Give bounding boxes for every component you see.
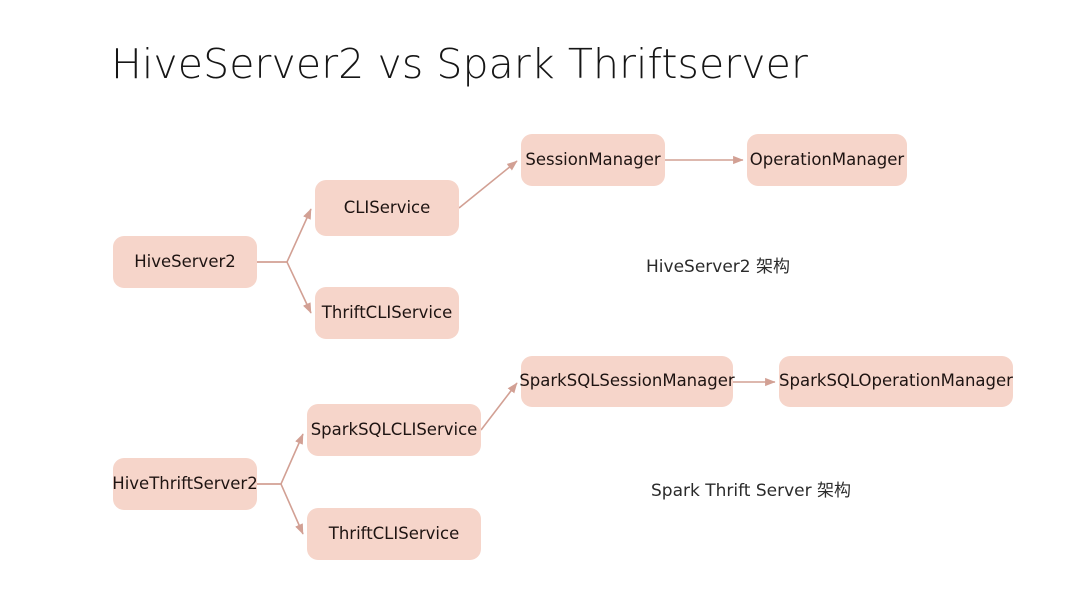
edge-hivethriftserver2-to-sparksqlcliservice <box>257 433 304 485</box>
edge-hiveserver2-to-thriftcliservice <box>257 261 312 314</box>
node-operationmanager[interactable]: OperationManager <box>747 134 907 186</box>
node-sparksqloperationmanager[interactable]: SparkSQLOperationManager <box>779 356 1013 407</box>
edge-cliservice-to-sessionmanager <box>458 160 518 209</box>
node-sparksqlcliservice[interactable]: SparkSQLCLIService <box>307 404 481 456</box>
edge-sparksqlcliservice-to-sparksqlsessionmanager <box>480 382 518 431</box>
node-thriftcliservice-spark[interactable]: ThriftCLIService <box>307 508 481 560</box>
node-sessionmanager[interactable]: SessionManager <box>521 134 665 186</box>
node-sparksqlsessionmanager[interactable]: SparkSQLSessionManager <box>519 356 735 407</box>
node-hiveserver2[interactable]: HiveServer2 <box>113 236 257 288</box>
edge-hiveserver2-to-cliservice <box>257 208 312 263</box>
caption-spark-thrift-server-architecture: Spark Thrift Server 架构 <box>651 481 852 501</box>
page-title: HiveServer2 vs Spark Thriftserver <box>111 40 808 88</box>
caption-hiveserver2-architecture: HiveServer2 架构 <box>646 257 790 277</box>
node-thriftcliservice[interactable]: ThriftCLIService <box>315 287 459 339</box>
node-cliservice[interactable]: CLIService <box>315 180 459 236</box>
node-hivethriftserver2[interactable]: HiveThriftServer2 <box>112 458 258 510</box>
edge-hivethriftserver2-to-thriftcliservice <box>257 483 304 535</box>
